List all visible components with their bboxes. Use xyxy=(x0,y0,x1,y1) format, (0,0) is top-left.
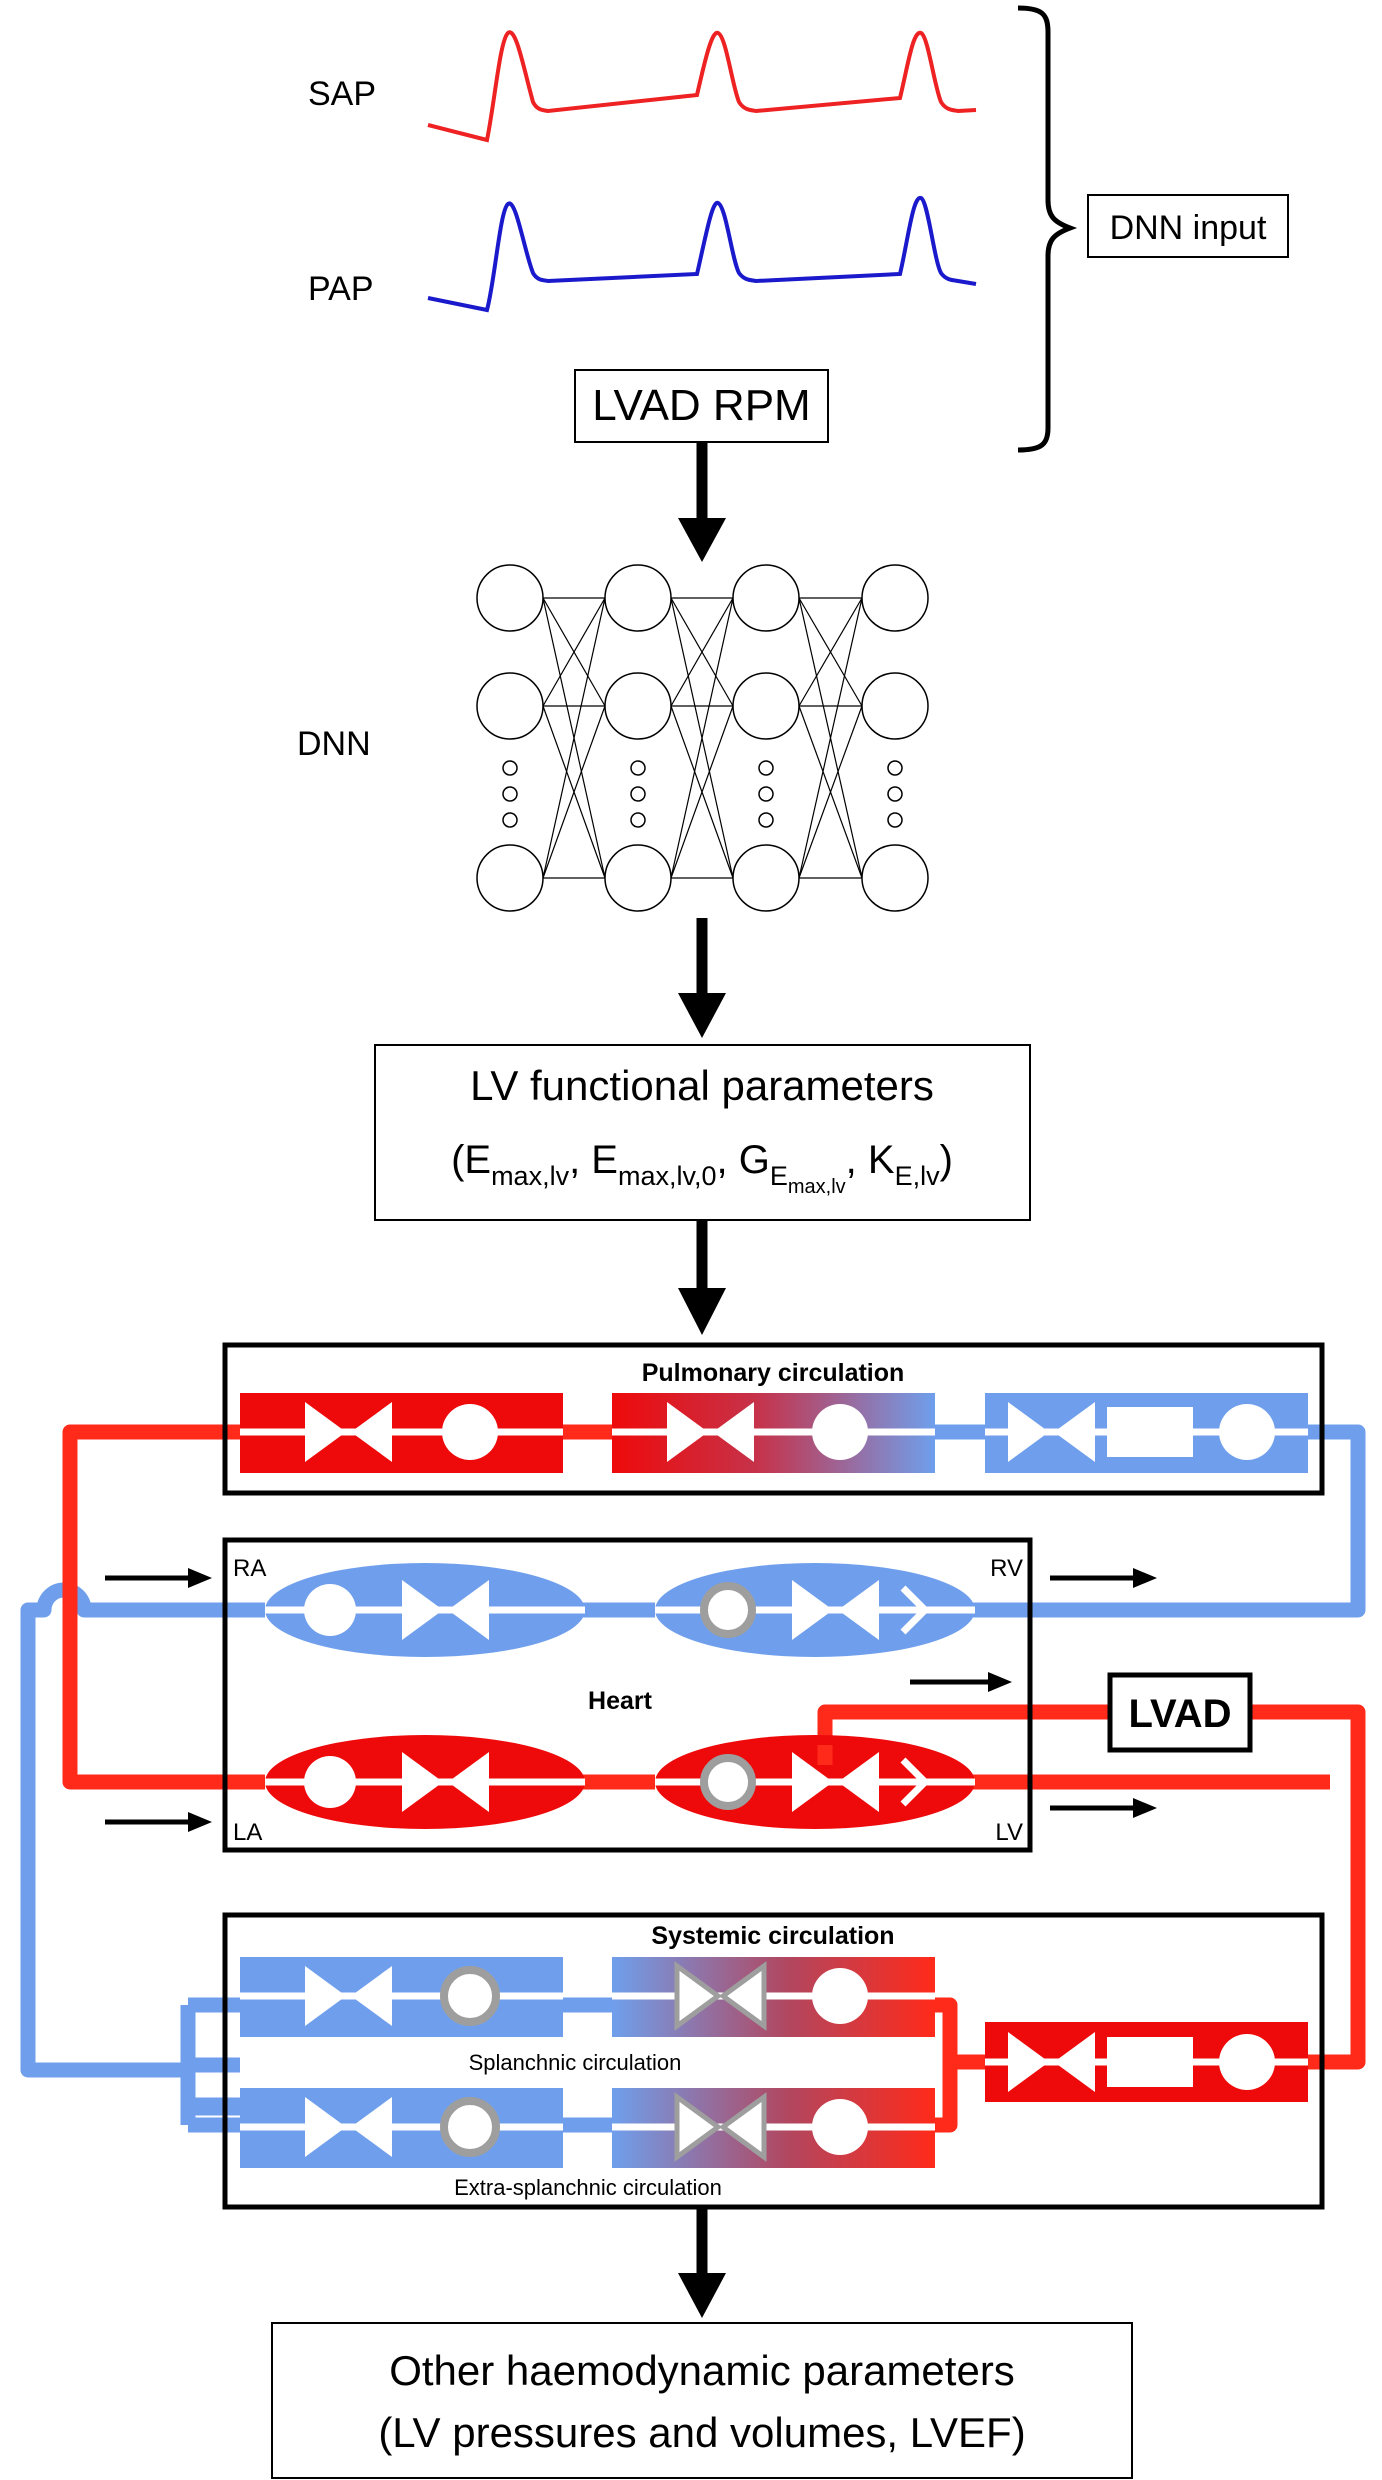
network-edge xyxy=(542,597,606,879)
network-nodes xyxy=(476,564,929,912)
network-edge xyxy=(798,705,863,879)
lvad-box: LVAD xyxy=(1107,1672,1253,1753)
splanchnic-label: Splanchnic circulation xyxy=(469,2050,682,2075)
arrow-params-to-model xyxy=(678,1220,726,1335)
pap-waveform xyxy=(427,196,977,313)
pulmonary-artery-compartment xyxy=(240,1393,563,1473)
network-node xyxy=(476,564,544,632)
pulmonary-vein-compartment xyxy=(985,1393,1308,1473)
output-box: Other haemodynamic parameters (LV pressu… xyxy=(271,2322,1133,2479)
pulmonary-capillary-compartment xyxy=(612,1393,935,1473)
sap-waveform xyxy=(427,30,977,143)
lv-parameters-formula: (Emax,lv, Emax,lv,0, GEmax,lv, KE,lv) xyxy=(451,1138,953,1198)
network-edge xyxy=(542,597,606,707)
lv-parameters-box: LV functional parameters (Emax,lv, Emax,… xyxy=(374,1044,1031,1221)
network-node xyxy=(861,564,929,632)
network-node xyxy=(604,564,672,632)
pulmonary-label: Pulmonary circulation xyxy=(642,1359,905,1387)
lvad-rpm-label: LVAD RPM xyxy=(592,381,810,430)
arrow-model-to-output xyxy=(678,2207,726,2318)
lv-parameters-title: LV functional parameters xyxy=(470,1062,934,1109)
hidden-node-ellipsis xyxy=(758,786,774,802)
dnn-input-label: DNN input xyxy=(1110,209,1267,247)
input-section: SAP PAP LVAD RPM DNN input xyxy=(308,5,1289,453)
network-node xyxy=(476,672,544,740)
hidden-node-ellipsis xyxy=(758,812,774,828)
hidden-node-ellipsis xyxy=(630,812,646,828)
dnn-input-box: DNN input xyxy=(1087,194,1289,258)
output-line-1: Other haemodynamic parameters xyxy=(389,2347,1015,2394)
network-edge xyxy=(542,705,606,879)
heart-label: Heart xyxy=(588,1687,653,1715)
network-edge xyxy=(670,597,734,707)
splanchnic-vein-compartment xyxy=(240,1957,563,2037)
sap-label: SAP xyxy=(308,75,376,113)
hidden-node-ellipsis xyxy=(630,760,646,776)
network-node xyxy=(861,844,929,912)
right-atrium xyxy=(265,1563,585,1657)
network-edge xyxy=(798,597,863,879)
right-ventricle xyxy=(655,1563,975,1657)
network-node xyxy=(604,672,672,740)
network-edges xyxy=(542,597,863,879)
extra-splanchnic-vein-compartment xyxy=(240,2088,563,2168)
output-line-2: (LV pressures and volumes, LVEF) xyxy=(378,2409,1025,2456)
extra-splanchnic-artery-compartment xyxy=(612,2088,935,2168)
hidden-node-ellipsis xyxy=(502,812,518,828)
dnn-label: DNN xyxy=(297,725,371,763)
ra-label: RA xyxy=(233,1555,266,1582)
systemic-label: Systemic circulation xyxy=(651,1922,894,1950)
la-label: LA xyxy=(233,1819,262,1846)
input-brace xyxy=(1017,5,1078,453)
splanchnic-artery-compartment xyxy=(612,1957,935,2037)
network-node xyxy=(476,844,544,912)
hidden-node-ellipsis xyxy=(887,786,903,802)
lvad-label: LVAD xyxy=(1129,1692,1232,1736)
lv-label: LV xyxy=(995,1819,1023,1846)
systemic-artery-compartment xyxy=(985,2022,1308,2102)
connecting-vessels xyxy=(20,1424,1366,2133)
network-edge xyxy=(670,705,734,879)
hidden-node-ellipsis xyxy=(502,760,518,776)
network-node xyxy=(861,672,929,740)
pap-label: PAP xyxy=(308,270,374,308)
extra-splanchnic-label: Extra-splanchnic circulation xyxy=(454,2175,722,2200)
network-node xyxy=(732,564,800,632)
left-atrium xyxy=(265,1735,585,1829)
hidden-node-ellipsis xyxy=(502,786,518,802)
arrow-dnn-to-params xyxy=(678,918,726,1038)
circulation-model: Pulmonary circulation xyxy=(20,1342,1366,2210)
lvad-rpm-box: LVAD RPM xyxy=(574,369,829,443)
arrow-input-to-dnn xyxy=(678,442,726,562)
hidden-node-ellipsis xyxy=(758,760,774,776)
heart: Heart RA RV LA LV xyxy=(222,1537,1033,1853)
dnn-network: DNN xyxy=(297,564,929,912)
network-node xyxy=(732,844,800,912)
hidden-node-ellipsis xyxy=(887,760,903,776)
network-node xyxy=(604,844,672,912)
network-node xyxy=(732,672,800,740)
network-edge xyxy=(798,597,863,707)
pulmonary-circulation: Pulmonary circulation xyxy=(222,1342,1325,1496)
hidden-node-ellipsis xyxy=(630,786,646,802)
hidden-node-ellipsis xyxy=(887,812,903,828)
left-ventricle xyxy=(655,1735,975,1829)
rv-label: RV xyxy=(990,1555,1023,1582)
heart-flow-arrows xyxy=(105,1568,1157,1832)
systemic-circulation: Systemic circulation Splanchnic circulat… xyxy=(222,1912,1325,2210)
network-edge xyxy=(670,597,734,879)
